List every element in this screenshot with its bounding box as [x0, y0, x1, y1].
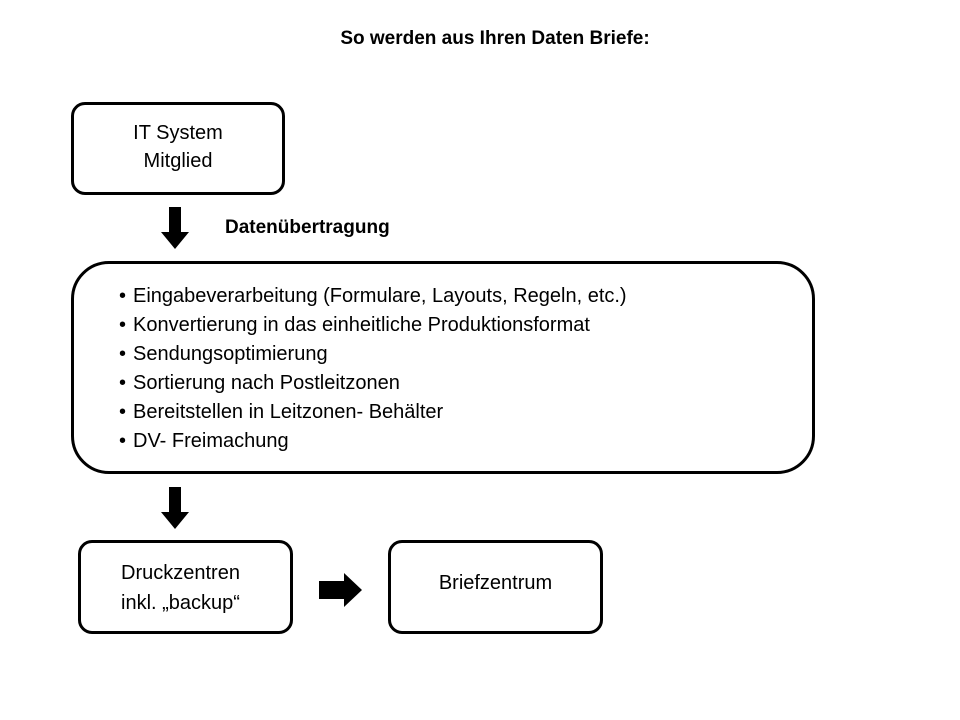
- list-item: • Sendungsoptimierung: [119, 340, 627, 369]
- arrow-down-icon: [161, 487, 189, 529]
- node-it-system-line1: IT System: [133, 122, 223, 144]
- list-item: • Konvertierung in das einheitliche Produ…: [119, 311, 627, 340]
- node-it-system: IT System Mitglied: [71, 102, 285, 195]
- list-item: • Eingabeverarbeitung (Formulare, Layouts…: [119, 282, 627, 311]
- bullet-icon: •: [119, 285, 127, 307]
- arrow-down-icon: [161, 207, 189, 249]
- node-briefzentrum-label: Briefzentrum: [438, 572, 553, 594]
- bullet-icon: •: [119, 430, 127, 452]
- list-item: • DV- Freimachung: [119, 427, 627, 456]
- bullet-icon: •: [119, 401, 127, 423]
- edge-label-datenuebertragung: Datenübertragung: [225, 217, 390, 238]
- list-item-label: Eingabeverarbeitung (Formulare, Layouts,…: [133, 285, 627, 307]
- node-it-system-line2: Mitglied: [143, 150, 213, 172]
- node-druckzentren-line1: Druckzentren: [121, 562, 240, 584]
- arrow-right-icon: [319, 573, 362, 607]
- node-briefzentrum: Briefzentrum: [388, 540, 603, 634]
- node-druckzentren-line2: inkl. „backup“: [121, 592, 240, 614]
- bullet-icon: •: [119, 372, 127, 394]
- list-item-label: DV- Freimachung: [133, 430, 289, 452]
- list-item: • Bereitstellen in Leitzonen- Behälter: [119, 398, 627, 427]
- bullet-icon: •: [119, 343, 127, 365]
- node-druckzentren: Druckzentren inkl. „backup“: [78, 540, 293, 634]
- bullet-icon: •: [119, 314, 127, 336]
- processing-list: • Eingabeverarbeitung (Formulare, Layouts…: [119, 282, 627, 456]
- list-item-label: Bereitstellen in Leitzonen- Behälter: [133, 401, 444, 423]
- list-item-label: Konvertierung in das einheitliche Produk…: [133, 314, 590, 336]
- list-item-label: Sendungsoptimierung: [133, 343, 328, 365]
- list-item-label: Sortierung nach Postleitzonen: [133, 372, 400, 394]
- list-item: • Sortierung nach Postleitzonen: [119, 369, 627, 398]
- page-title: So werden aus Ihren Daten Briefe:: [340, 28, 650, 49]
- node-processing: • Eingabeverarbeitung (Formulare, Layouts…: [71, 261, 815, 474]
